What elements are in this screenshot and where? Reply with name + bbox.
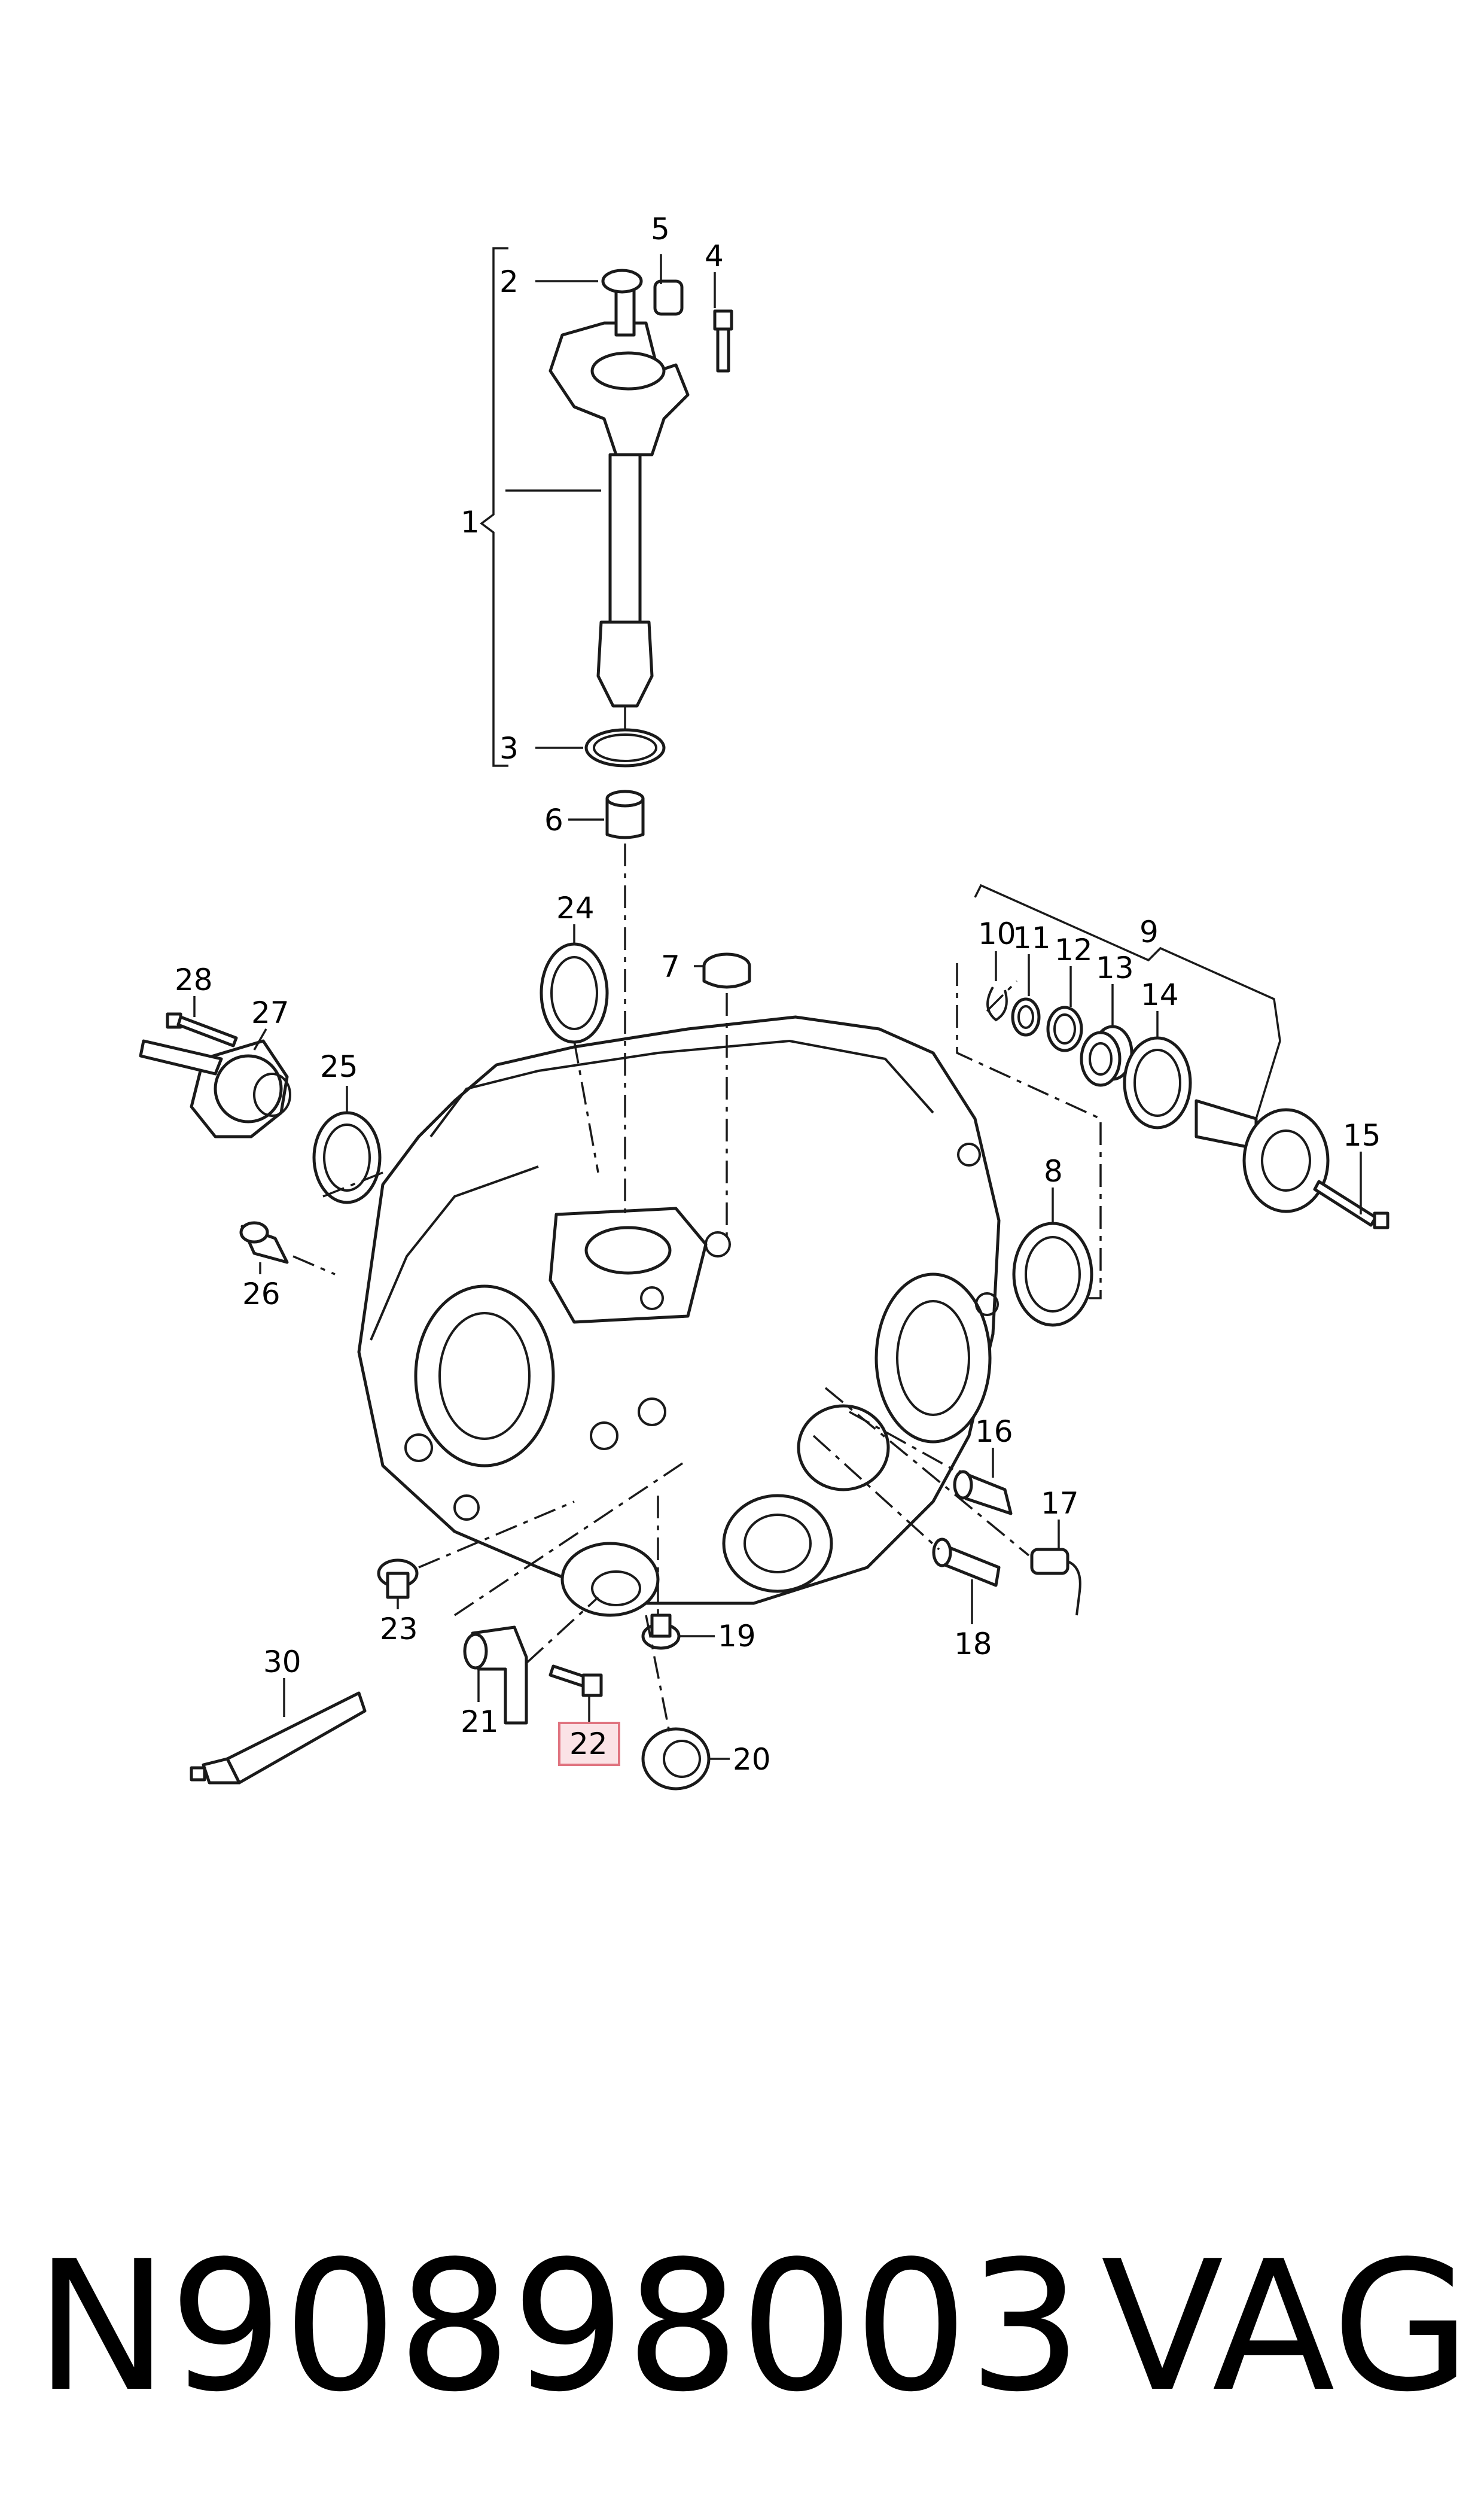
seal-part-25 — [312, 1111, 382, 1204]
callout-26: 26 — [242, 1277, 281, 1311]
callout-14: 14 — [1141, 978, 1179, 1012]
callout-22: 22 — [569, 1727, 608, 1761]
bush-part-5 — [653, 279, 684, 316]
callout-20: 20 — [733, 1742, 771, 1777]
callout-28: 28 — [175, 963, 213, 997]
shift-rod-assembly — [548, 269, 733, 839]
callout-2: 2 — [499, 264, 519, 299]
bearing-part-13 — [1080, 1025, 1133, 1087]
callout-25: 25 — [320, 1049, 358, 1084]
sensor-part-18 — [932, 1537, 1001, 1587]
callout-5: 5 — [651, 212, 670, 246]
bolt-part-4 — [713, 309, 733, 331]
callout-24: 24 — [556, 891, 595, 925]
washer-part-2 — [601, 269, 643, 294]
bush-part-6 — [605, 797, 645, 839]
callout-labels: 1 2 3 4 5 6 7 8 9 10 11 12 13 14 15 16 1… — [175, 212, 1381, 1777]
callout-4: 4 — [705, 239, 724, 273]
callout-17: 17 — [1041, 1486, 1079, 1521]
bolt-part-28 — [166, 1012, 238, 1048]
bolt-part-22 — [548, 1664, 603, 1697]
callout-21: 21 — [461, 1704, 499, 1739]
callout-10: 10 — [978, 917, 1016, 951]
callout-9: 9 — [1139, 915, 1159, 949]
exploded-parts-diagram: 1 2 3 4 5 6 7 8 9 10 11 12 13 14 15 16 1… — [139, 212, 1389, 1791]
actuator-part-27 — [139, 1039, 291, 1138]
sensor-part-17 — [1030, 1548, 1081, 1616]
ring-part-11 — [1011, 997, 1041, 1037]
callout-12: 12 — [1055, 933, 1093, 967]
ring-part-12 — [1046, 1006, 1083, 1052]
cap-part-20 — [641, 1727, 711, 1791]
seal-part-24 — [540, 942, 609, 1044]
callout-19: 19 — [718, 1619, 756, 1654]
pin-part-26 — [239, 1221, 289, 1264]
gearbox-housing — [357, 1015, 1001, 1617]
callout-22-highlight — [558, 1722, 620, 1766]
flange-part-9 — [1194, 1099, 1330, 1213]
callout-6: 6 — [544, 803, 563, 838]
leader-lines — [193, 247, 1362, 1760]
callout-30: 30 — [263, 1645, 301, 1679]
callout-11: 11 — [1013, 921, 1051, 955]
seal-part-14 — [1123, 1036, 1192, 1129]
part-number: N90898003 — [35, 2222, 1083, 2431]
callout-23: 23 — [380, 1612, 418, 1646]
sealant-tube-part-30 — [190, 1691, 367, 1785]
callout-18: 18 — [954, 1627, 992, 1661]
callout-27: 27 — [251, 995, 290, 1030]
sensor-part-16 — [953, 1470, 1013, 1515]
callout-3: 3 — [499, 731, 519, 766]
callout-7: 7 — [661, 949, 680, 984]
bolt-part-15 — [1313, 1180, 1389, 1229]
brand-name: VAG — [1101, 2222, 1471, 2431]
callout-1: 1 — [461, 505, 480, 540]
cap-part-7 — [702, 952, 751, 989]
assembly-lines — [292, 706, 1030, 1735]
callout-13: 13 — [1096, 951, 1134, 985]
callout-15: 15 — [1343, 1118, 1381, 1153]
circlip-part-10 — [986, 987, 1008, 1022]
o-ring-part-3 — [584, 728, 666, 768]
plug-part-23 — [377, 1558, 419, 1599]
fitting-part-21 — [463, 1625, 528, 1725]
callout-8: 8 — [1044, 1154, 1063, 1189]
callout-16: 16 — [975, 1414, 1013, 1449]
seal-part-8 — [1012, 1222, 1093, 1327]
